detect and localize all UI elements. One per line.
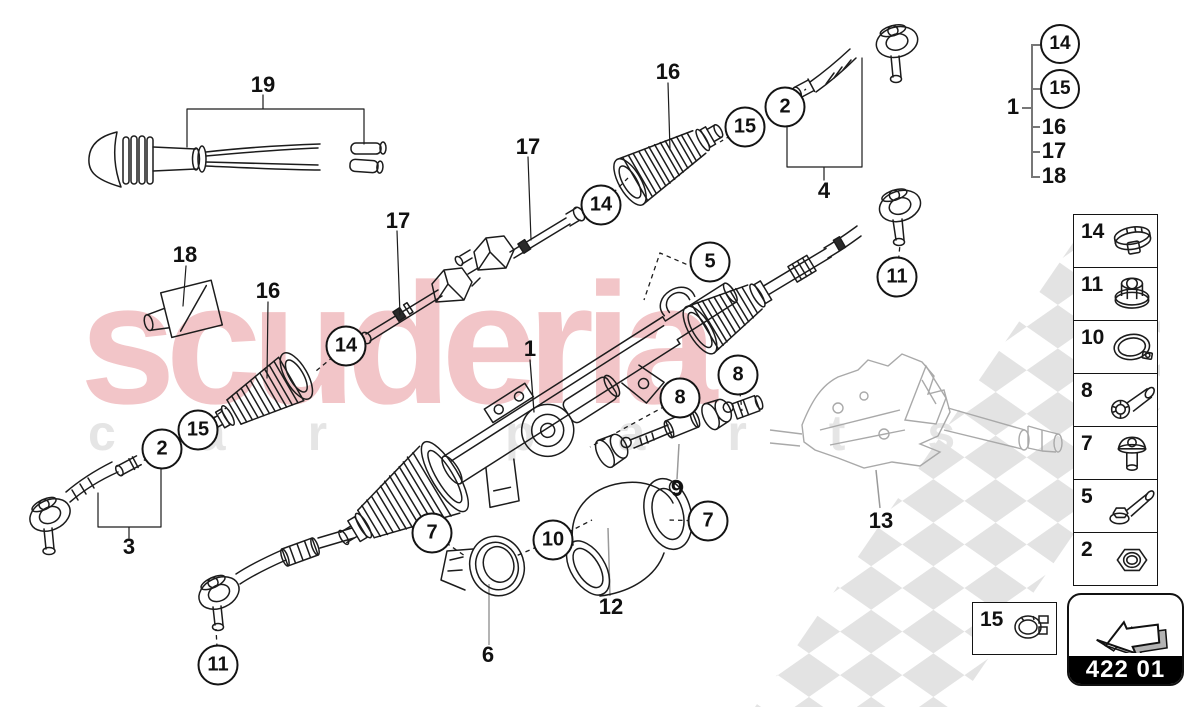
- legend-plain-ref-18: 18: [1041, 163, 1067, 188]
- part-box-11[interactable]: 11: [1074, 268, 1157, 321]
- callout-label-3: 3: [122, 534, 136, 559]
- diagram-code-badge[interactable]: 422 01: [1067, 593, 1184, 686]
- part-ref: 11: [1081, 273, 1104, 296]
- checker-flag-watermark: [755, 240, 1160, 707]
- callout-label-16: 16: [255, 278, 281, 303]
- hex-bolt-icon: [1109, 490, 1155, 525]
- callout-label-9: 9: [670, 476, 684, 501]
- grease-tube-art: [143, 265, 224, 339]
- legend-line: [1031, 151, 1040, 153]
- universal-joint-art: [594, 394, 764, 469]
- part-box-2[interactable]: 2: [1074, 533, 1157, 585]
- part-ref: 10: [1081, 326, 1105, 349]
- callout-label-4: 4: [817, 178, 831, 203]
- clamp-ring-icon: [1113, 333, 1154, 361]
- part-box-7[interactable]: 7: [1074, 427, 1157, 480]
- part-box-8[interactable]: 8: [1074, 374, 1157, 427]
- legend-line: [1022, 107, 1032, 109]
- callout-circle-7[interactable]: 7: [411, 512, 453, 554]
- callout-circle-14[interactable]: 14: [580, 184, 622, 226]
- callout-circle-5[interactable]: 5: [689, 241, 731, 283]
- steering-column-art: [769, 353, 1063, 469]
- callout-label-17: 17: [385, 208, 411, 233]
- callout-circle-15[interactable]: 15: [724, 106, 766, 148]
- callout-label-12: 12: [598, 594, 624, 619]
- button-screw-icon: [1117, 436, 1147, 471]
- flange-nut-icon: [1114, 277, 1150, 309]
- rack-housing-art: [441, 282, 738, 509]
- part-ref: 7: [1081, 432, 1093, 455]
- legend-circled-ref-14[interactable]: 14: [1040, 24, 1080, 64]
- dashed-leader-lines: [142, 88, 901, 666]
- legend-parent-ref: 1: [1006, 94, 1020, 119]
- part-box-10[interactable]: 10: [1074, 321, 1157, 374]
- callout-circle-10[interactable]: 10: [532, 519, 574, 561]
- part-box-15[interactable]: 15: [972, 602, 1057, 655]
- part-ref: 15: [980, 608, 1004, 631]
- arrow-up-left-icon: [1096, 620, 1168, 653]
- hose-clamp-icon: [1113, 226, 1152, 255]
- bushing-art: [440, 535, 526, 597]
- legend-line: [1031, 44, 1033, 177]
- part-box-14[interactable]: 14: [1074, 215, 1157, 268]
- callout-circle-8[interactable]: 8: [717, 354, 759, 396]
- part-ref: 5: [1081, 485, 1093, 508]
- legend-line: [1031, 44, 1042, 46]
- callout-label-13: 13: [868, 508, 894, 533]
- part-box-5[interactable]: 5: [1074, 480, 1157, 533]
- bellows-boot-left-art: [208, 301, 314, 431]
- part-ref: 2: [1081, 538, 1093, 561]
- parts-column: 14 11 10 8 7 5 2: [1073, 214, 1158, 586]
- callout-circle-11[interactable]: 11: [876, 256, 918, 298]
- legend-line: [1031, 88, 1042, 90]
- callout-circle-14[interactable]: 14: [325, 325, 367, 367]
- inner-tie-rod-right-art: [454, 156, 586, 271]
- legend-line: [1031, 126, 1040, 128]
- callout-label-1: 1: [523, 336, 537, 361]
- rack-right-bellows-art: [682, 247, 832, 355]
- legend-plain-ref-17: 17: [1041, 138, 1067, 163]
- tie-rod-upper-art: [786, 24, 919, 181]
- hex-nut-icon: [1116, 548, 1148, 572]
- tie-rod-end-left-art: [29, 455, 162, 556]
- legend-circled-ref-15[interactable]: 15: [1040, 69, 1080, 109]
- diagram-code: 422 01: [1069, 656, 1182, 684]
- callout-circle-15[interactable]: 15: [177, 409, 219, 451]
- callout-circle-2[interactable]: 2: [764, 86, 806, 128]
- inner-tie-rod-left-art: [360, 230, 481, 345]
- tie-rod-lower-left-art: [198, 527, 355, 632]
- callout-circle-7[interactable]: 7: [687, 500, 729, 542]
- part-ref: 14: [1081, 220, 1105, 243]
- callout-label-16: 16: [655, 59, 681, 84]
- socket-bolt-icon: [1110, 386, 1155, 419]
- callout-circle-8[interactable]: 8: [659, 377, 701, 419]
- rack-left-bellows-art: [338, 440, 470, 546]
- callout-label-17: 17: [515, 134, 541, 159]
- callout-circle-11[interactable]: 11: [197, 644, 239, 686]
- callout-circle-2[interactable]: 2: [141, 428, 183, 470]
- callout-label-19: 19: [250, 72, 276, 97]
- tie-rod-right-art: [823, 188, 922, 259]
- legend-line: [1031, 176, 1040, 178]
- bellows-boot-upper-art: [613, 82, 724, 206]
- callout-label-6: 6: [481, 642, 495, 667]
- steering-boot-kit-art: [88, 94, 387, 188]
- band-clamp-icon: [1014, 615, 1049, 639]
- callout-label-18: 18: [172, 242, 198, 267]
- part-ref: 8: [1081, 379, 1093, 402]
- legend-plain-ref-16: 16: [1041, 114, 1067, 139]
